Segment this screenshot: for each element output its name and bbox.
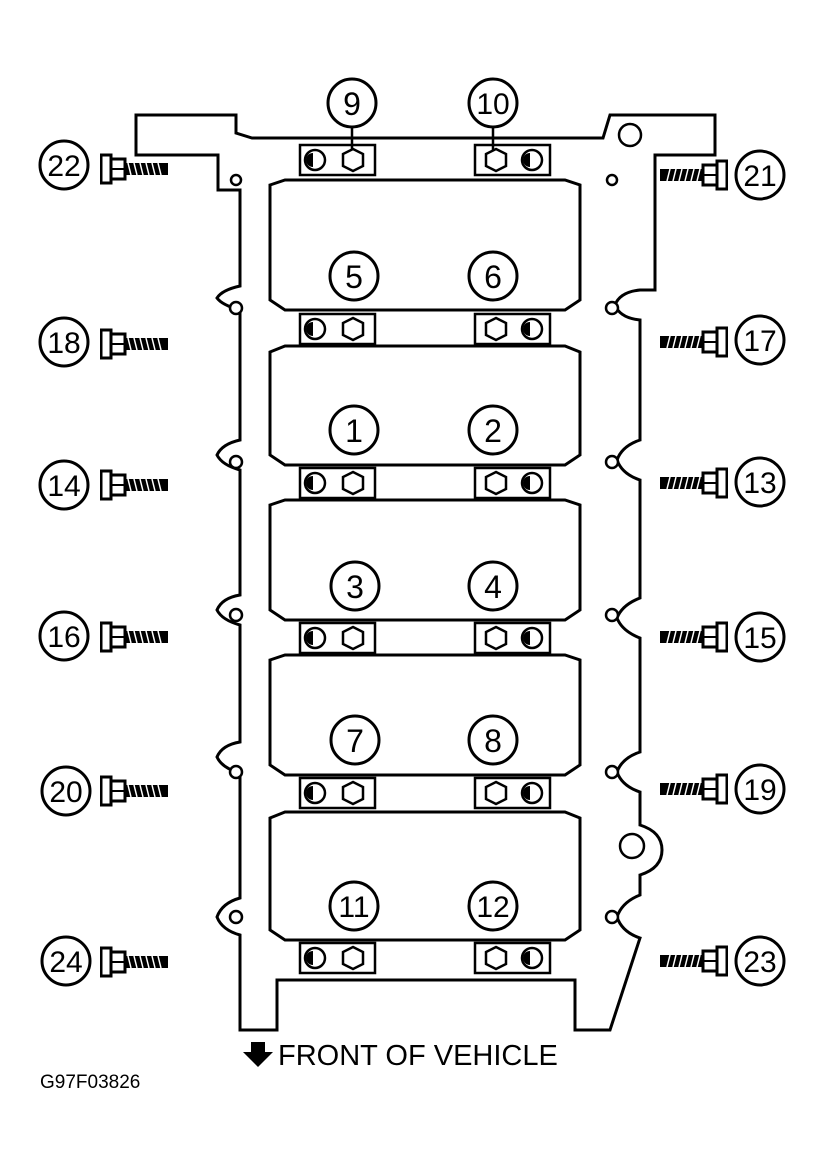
inner-callout-10: 10 <box>467 77 519 150</box>
inner-callout-12: 12 <box>467 880 519 932</box>
side-bolt-14: 14 <box>38 459 170 511</box>
front-of-vehicle-caption: FRONT OF VEHICLE <box>243 1040 558 1072</box>
inner-callout-5: 5 <box>328 250 380 302</box>
bolt-label-18: 18 <box>47 327 80 360</box>
side-bolt-20: 20 <box>40 765 170 817</box>
side-bolt-17: 17 <box>658 314 786 366</box>
inner-callout-2: 2 <box>467 404 519 456</box>
bolt-icon <box>100 775 170 807</box>
side-bolt-13: 13 <box>658 456 786 508</box>
bolt-icon <box>658 773 728 805</box>
bolt-label-24: 24 <box>49 946 82 979</box>
bolt-label-23: 23 <box>743 946 776 979</box>
side-bolt-22: 22 <box>38 139 170 191</box>
cap-straps <box>298 143 552 975</box>
bolt-label-14: 14 <box>47 470 80 503</box>
inner-callout-6: 6 <box>467 250 519 302</box>
bolt-label-5: 5 <box>345 259 363 295</box>
bolt-label-1: 1 <box>345 413 363 449</box>
caption-text: FRONT OF VEHICLE <box>278 1040 558 1072</box>
bolt-label-11: 11 <box>338 891 369 924</box>
bolt-icon <box>100 621 170 653</box>
bearing-bays <box>268 178 582 942</box>
bolt-label-7: 7 <box>346 723 364 759</box>
inner-callout-3: 3 <box>329 560 381 612</box>
bolt-label-8: 8 <box>484 723 502 759</box>
bolt-label-17: 17 <box>743 325 776 358</box>
bolt-label-6: 6 <box>484 259 502 295</box>
bolt-label-16: 16 <box>47 621 80 654</box>
bolt-label-15: 15 <box>743 622 776 655</box>
bolt-icon <box>100 153 170 185</box>
side-bolt-21: 21 <box>658 149 786 201</box>
inner-callout-7: 7 <box>329 714 381 766</box>
bolt-icon <box>658 326 728 358</box>
side-bolt-15: 15 <box>658 611 786 663</box>
bolt-icon <box>100 946 170 978</box>
bolt-label-21: 21 <box>743 160 776 193</box>
bolt-label-20: 20 <box>49 776 82 809</box>
inner-callout-4: 4 <box>467 560 519 612</box>
bolt-label-22: 22 <box>47 150 80 183</box>
side-bolt-24: 24 <box>40 935 170 987</box>
inner-callout-9: 9 <box>326 77 378 150</box>
bolt-icon <box>658 467 728 499</box>
bolt-label-2: 2 <box>484 413 502 449</box>
bolt-label-12: 12 <box>476 891 509 924</box>
bolt-icon <box>100 469 170 501</box>
side-bolt-16: 16 <box>38 610 170 662</box>
inner-callout-1: 1 <box>328 404 380 456</box>
bolt-label-3: 3 <box>346 569 364 605</box>
bolt-icon <box>658 159 728 191</box>
figure-code: G97F03826 <box>40 1072 140 1093</box>
side-bolt-19: 19 <box>658 763 786 815</box>
bolt-icon <box>100 328 170 360</box>
bolt-label-10: 10 <box>476 88 509 121</box>
bolt-label-19: 19 <box>743 774 776 807</box>
side-bolt-23: 23 <box>658 935 786 987</box>
edge-holes <box>228 122 646 925</box>
bolt-label-13: 13 <box>743 467 776 500</box>
bolt-label-9: 9 <box>343 86 361 122</box>
bolt-icon <box>658 621 728 653</box>
inner-callout-11: 11 <box>328 880 380 932</box>
inner-callout-8: 8 <box>467 714 519 766</box>
side-bolt-18: 18 <box>38 316 170 368</box>
arrow-down-icon <box>243 1042 273 1067</box>
bolt-label-4: 4 <box>484 569 502 605</box>
bolt-icon <box>658 945 728 977</box>
